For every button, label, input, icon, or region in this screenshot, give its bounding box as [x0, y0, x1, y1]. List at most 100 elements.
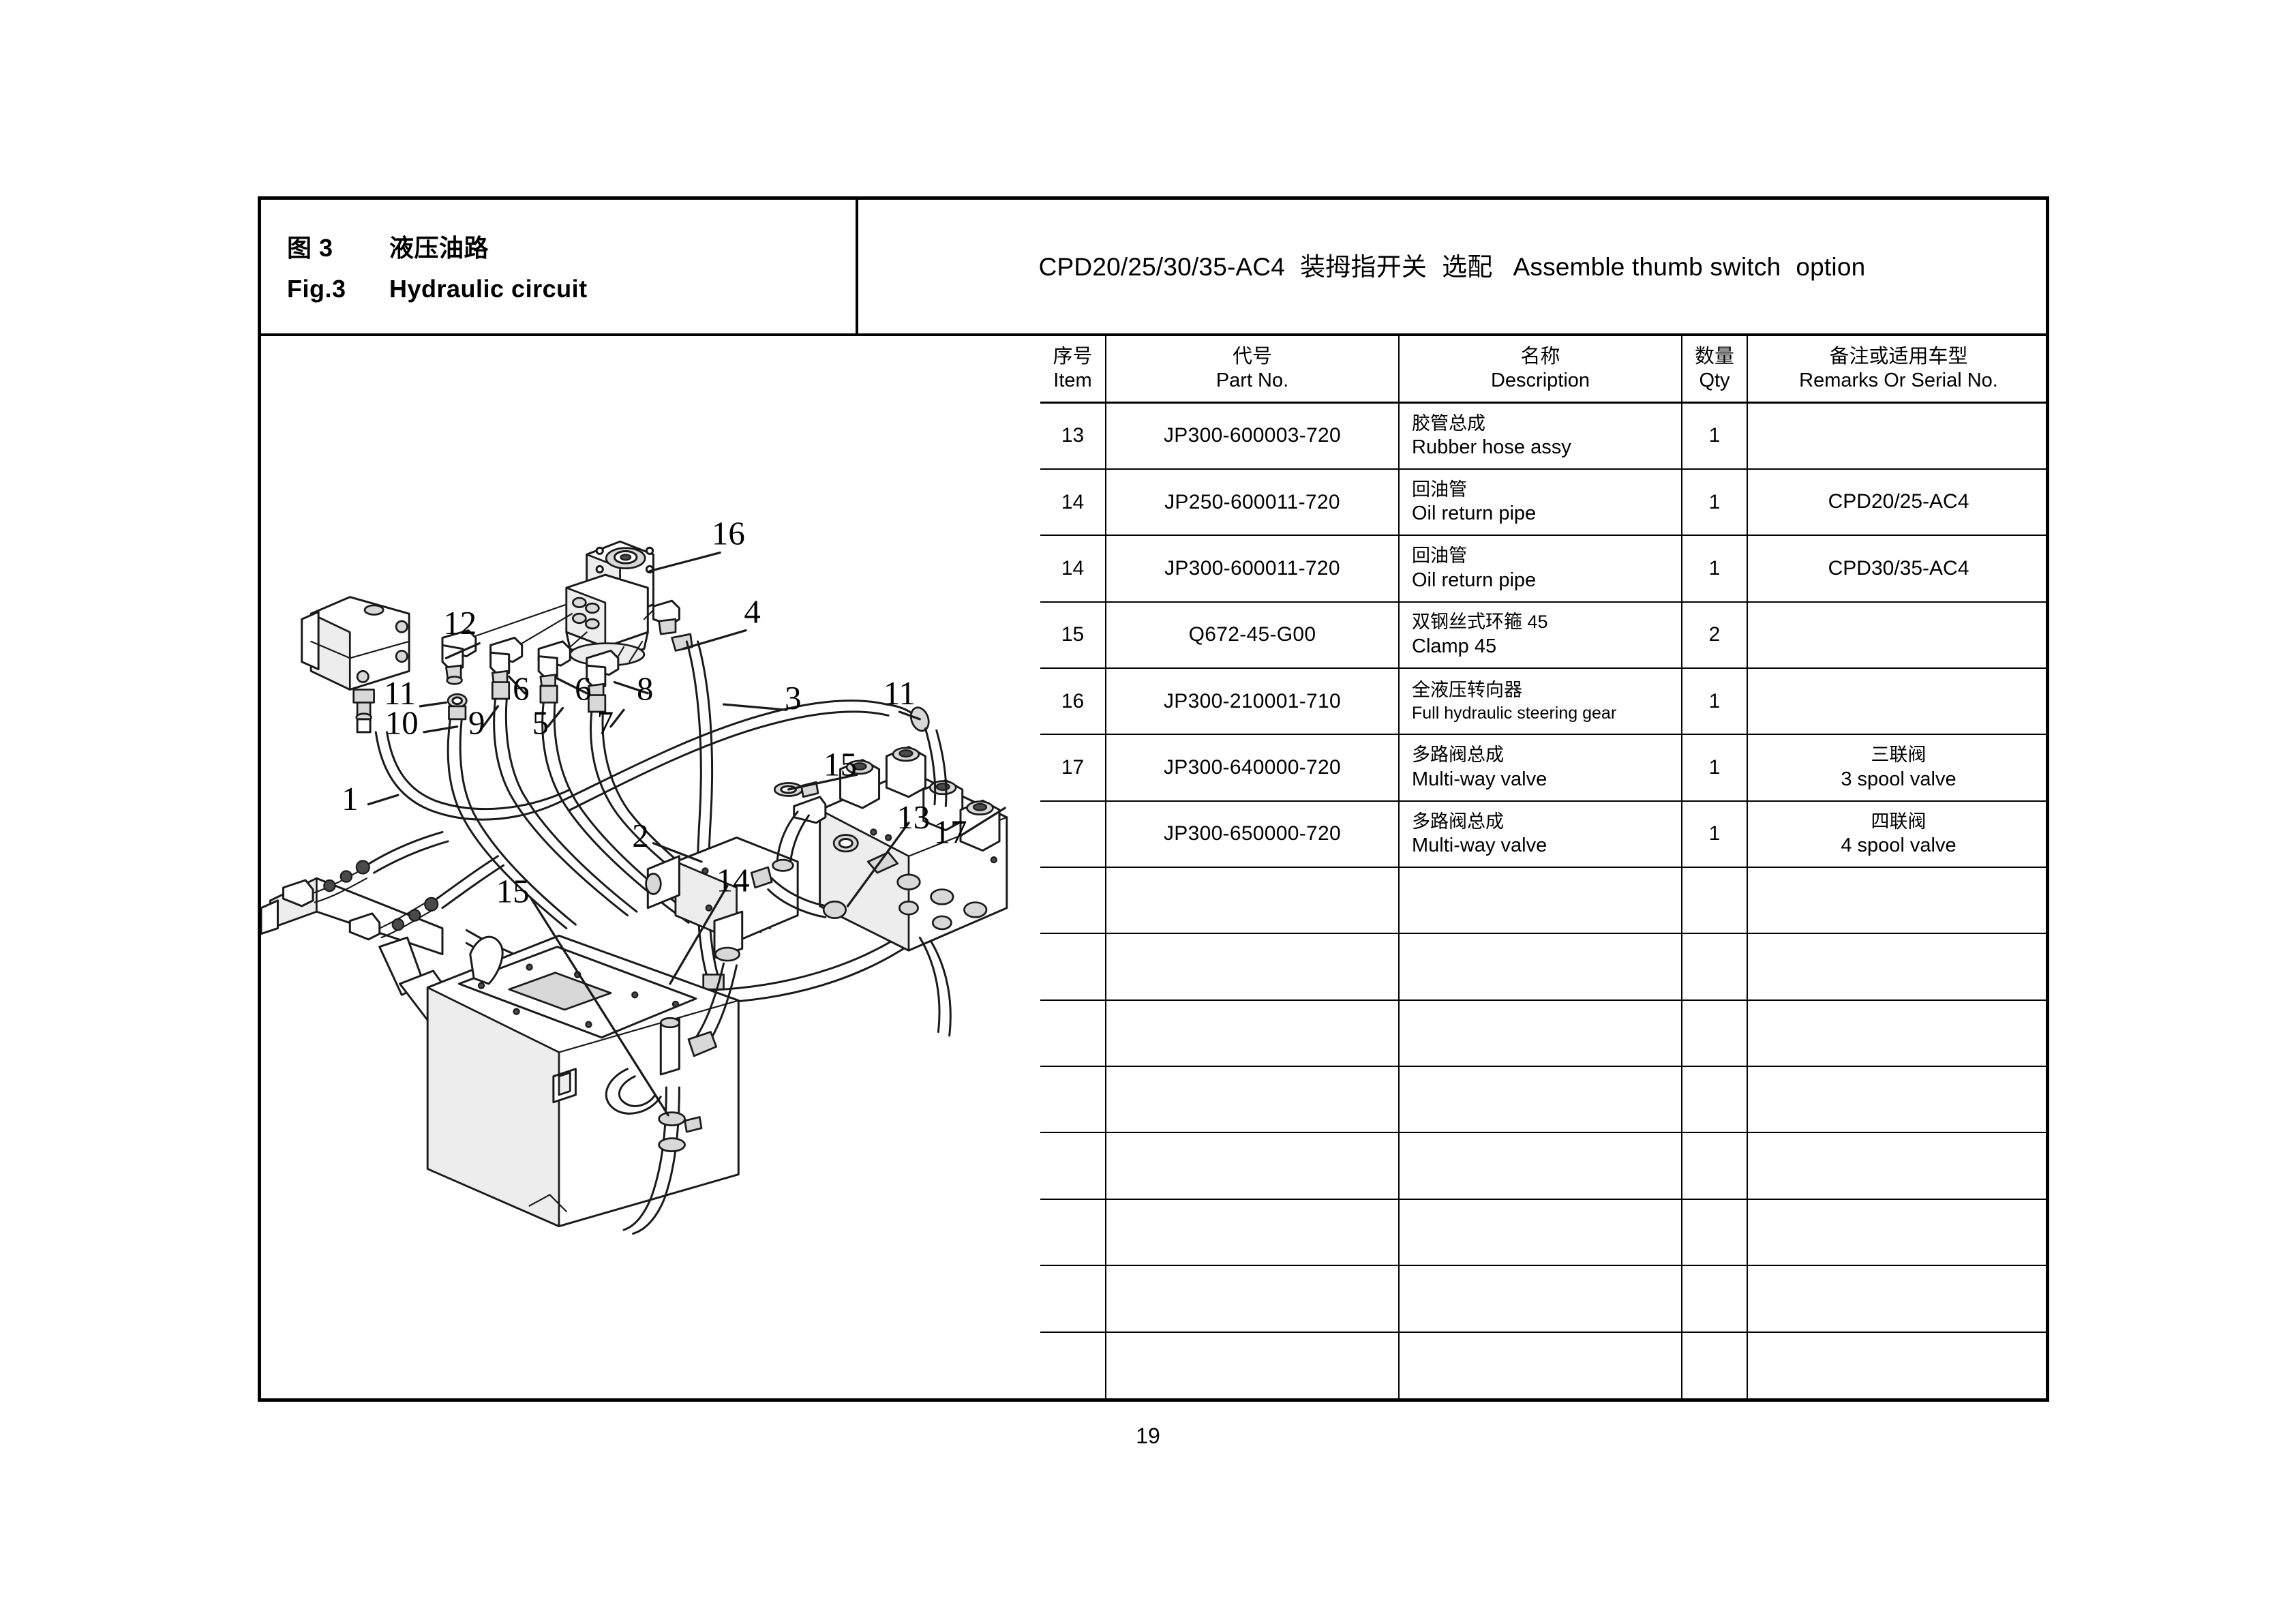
column-header-item: 序号 Item: [1040, 336, 1106, 404]
remarks-en: 4 spool valve: [1841, 834, 1957, 857]
figure-number-cn: 图 3: [287, 234, 333, 262]
cell-qty: 1: [1681, 667, 1748, 736]
cell-remarks: [1747, 1265, 2049, 1333]
model-code: CPD20/25/30/35-AC4: [1038, 253, 1286, 281]
callout-number: 6: [513, 670, 529, 707]
cell-part-no: JP300-210001-710: [1105, 667, 1400, 736]
cell-part-no: [1105, 1331, 1400, 1398]
figure-title-cell: 图 3 液压油路 Fig.3 Hydraulic circuit: [261, 200, 858, 333]
cell-remarks: [1747, 402, 2049, 470]
callout-number: 6: [575, 670, 591, 707]
callout-leader-lines: [367, 551, 1006, 1117]
cell-part-no: [1105, 1265, 1400, 1333]
cell-item: 17: [1040, 734, 1106, 802]
figure-title-en: Hydraulic circuit: [389, 275, 588, 303]
cell-item: 14: [1040, 535, 1106, 603]
callout-number: 2: [632, 817, 648, 854]
callout-number: 4: [744, 593, 760, 631]
figure-number-en: Fig.3: [287, 275, 346, 303]
cell-part-no: JP300-600011-720: [1105, 535, 1400, 603]
model-note-en: Assemble thumb switch: [1513, 253, 1781, 281]
steering-gear-assembly: [565, 540, 654, 667]
description-en: Multi-way valve: [1412, 768, 1547, 790]
column-header-item-en: Item: [1053, 370, 1092, 391]
column-header-qty-en: Qty: [1699, 370, 1730, 391]
cell-item: 15: [1040, 601, 1106, 669]
cell-part-no: [1105, 933, 1400, 1001]
description-en: Clamp 45: [1412, 635, 1497, 657]
cell-item: [1040, 1331, 1106, 1398]
cell-part-no: JP300-600003-720: [1105, 402, 1400, 470]
cell-description: [1398, 867, 1682, 935]
page-number: 19: [1136, 1424, 1160, 1448]
description-en: Full hydraulic steering gear: [1412, 703, 1617, 723]
callout-number: 3: [785, 679, 801, 717]
cell-remarks: [1747, 933, 2049, 1001]
description-en: Oil return pipe: [1412, 569, 1537, 591]
cell-item: 14: [1040, 468, 1106, 537]
callout-number: 1: [342, 780, 358, 817]
table-row-empty: [1040, 1265, 2049, 1333]
cell-part-no: JP250-600011-720: [1105, 468, 1400, 537]
gear-port-links: [474, 603, 654, 663]
remarks-cn: 四联阀: [1871, 811, 1927, 832]
table-row-empty: [1040, 867, 2049, 935]
column-header-item-cn: 序号: [1053, 345, 1093, 367]
remarks-cn: 三联阀: [1871, 745, 1927, 766]
multi-way-valve: [772, 746, 1008, 952]
cell-remarks: CPD20/25-AC4: [1747, 468, 2049, 537]
cell-part-no: [1105, 1066, 1400, 1134]
figure-title-english: Fig.3 Hydraulic circuit: [287, 275, 856, 303]
hose-14-run: [918, 936, 952, 1037]
cell-qty: [1681, 1331, 1748, 1398]
callout-number: 7: [597, 704, 614, 742]
parts-table: 序号 Item 代号 Part No. 名称 Description 数量: [1040, 336, 2049, 1398]
cell-description: [1398, 933, 1682, 1001]
cell-remarks: [1747, 1198, 2049, 1267]
control-valve-block: [645, 837, 799, 1057]
cell-qty: [1681, 999, 1748, 1068]
cell-remarks: [1747, 1331, 2049, 1398]
cell-remarks: [1747, 667, 2049, 736]
column-header-description-en: Description: [1490, 370, 1590, 391]
callout-number: 5: [532, 704, 549, 742]
clamp-ring-left: [447, 693, 468, 708]
table-row-empty: [1040, 999, 2049, 1068]
cell-qty: 2: [1681, 601, 1748, 669]
column-header-part-no-cn: 代号: [1232, 345, 1272, 367]
cell-qty: [1681, 933, 1748, 1001]
callout-number: 15: [496, 873, 530, 910]
cell-remarks: [1747, 999, 2049, 1068]
column-header-part-no-en: Part No.: [1215, 370, 1289, 391]
figure-header-band: 图 3 液压油路 Fig.3 Hydraulic circuit CPD20/2…: [261, 200, 2046, 336]
column-header-remarks: 备注或适用车型 Remarks Or Serial No.: [1747, 336, 2049, 404]
cell-part-no: [1105, 1198, 1400, 1267]
description-en: Multi-way valve: [1412, 834, 1547, 857]
remarks-en: 3 spool valve: [1841, 768, 1957, 790]
description-en: Oil return pipe: [1412, 502, 1537, 525]
table-row-empty: [1040, 933, 2049, 1001]
cell-description: [1398, 1198, 1682, 1267]
callout-number: 10: [385, 704, 419, 742]
description-cn: 胶管总成: [1412, 412, 1485, 434]
callout-number: 11: [883, 674, 916, 712]
cell-part-no: [1105, 1132, 1400, 1200]
figure-title-cn: 液压油路: [389, 234, 489, 262]
cell-description: [1398, 1265, 1682, 1333]
figure-title-chinese: 图 3 液压油路: [287, 228, 856, 264]
cell-qty: [1681, 1132, 1748, 1200]
cell-description: [1398, 1066, 1682, 1134]
page-frame: 图 3 液压油路 Fig.3 Hydraulic circuit CPD20/2…: [258, 196, 2049, 1402]
cell-item: 13: [1040, 402, 1106, 470]
cell-remarks: [1747, 1132, 2049, 1200]
